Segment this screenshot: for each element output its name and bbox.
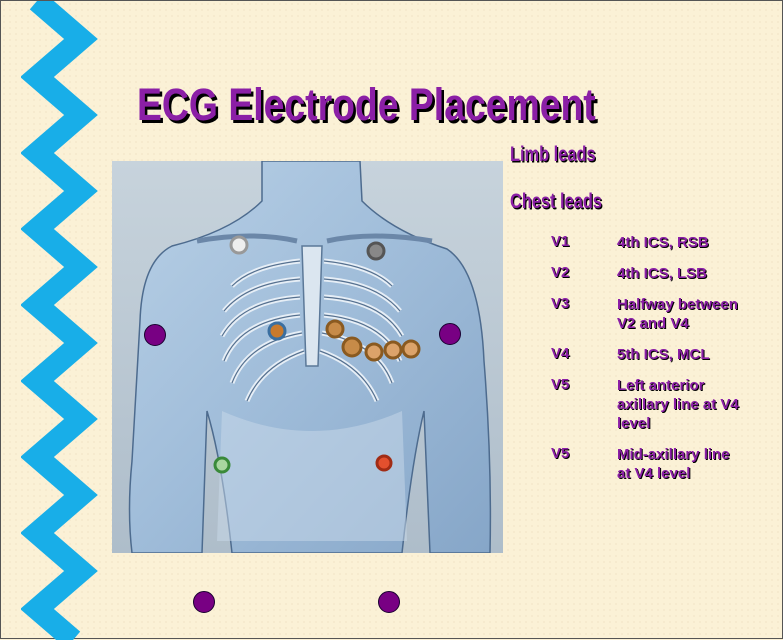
lead-row-v1: V1 4th ICS, RSB (551, 233, 783, 252)
lead-row-v3: V3 Halfway between V2 and V4 (551, 295, 783, 333)
torso-illustration (112, 161, 503, 553)
lead-code: V1 (551, 233, 617, 252)
limb-electrode-left-arm (439, 323, 461, 345)
slide-title: ECG Electrode Placement (137, 79, 596, 131)
lead-row-v5-mid: V5 Mid-axillary line at V4 level (551, 445, 783, 483)
limb-leads-heading: Limb leads (510, 143, 596, 167)
lead-code: V4 (551, 345, 617, 364)
limb-electrode-left-leg (378, 591, 400, 613)
limb-electrode-right-arm (144, 324, 166, 346)
lead-code: V5 (551, 445, 617, 483)
lead-description: 5th ICS, MCL (617, 345, 739, 364)
lead-code: V5 (551, 376, 617, 433)
lead-code: V2 (551, 264, 617, 283)
chest-leads-list: V1 4th ICS, RSB V2 4th ICS, LSB V3 Halfw… (551, 233, 783, 495)
lead-description: Left anterior axillary line at V4 level (617, 376, 739, 433)
chest-leads-heading: Chest leads (510, 190, 602, 214)
lead-description: Mid-axillary line at V4 level (617, 445, 739, 483)
lead-row-v2: V2 4th ICS, LSB (551, 264, 783, 283)
lead-row-v5: V5 Left anterior axillary line at V4 lev… (551, 376, 783, 433)
limb-electrode-right-leg (193, 591, 215, 613)
lead-description: Halfway between V2 and V4 (617, 295, 739, 333)
lead-code: V3 (551, 295, 617, 333)
lead-row-v4: V4 5th ICS, MCL (551, 345, 783, 364)
lead-description: 4th ICS, LSB (617, 264, 739, 283)
zigzag-border-decoration (21, 1, 101, 640)
lead-description: 4th ICS, RSB (617, 233, 739, 252)
